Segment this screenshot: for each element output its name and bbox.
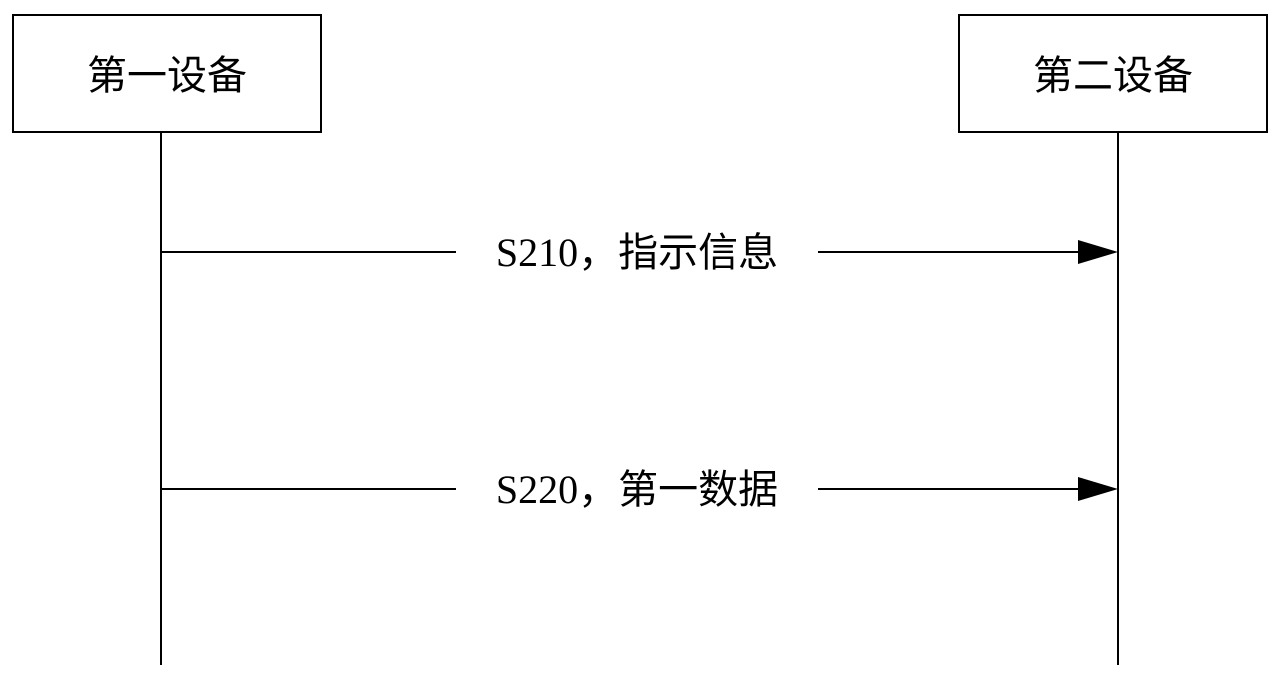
participant-label-second-device: 第二设备: [1033, 53, 1193, 98]
participant-box-second-device: [958, 14, 1268, 133]
message-label: S220，第一数据: [496, 467, 778, 512]
message-label-background: [456, 226, 818, 278]
participant-box-first-device: [12, 14, 322, 133]
participant-first-device: 第一设备: [12, 14, 322, 133]
arrowhead-icon: [1078, 477, 1118, 501]
arrowhead-icon: [1078, 240, 1118, 264]
participant-second-device: 第二设备: [958, 14, 1268, 133]
message-label-background: [456, 463, 818, 515]
message-s220: S220，第一数据: [161, 463, 1118, 515]
message-label: S210，指示信息: [496, 230, 778, 275]
message-s210: S210，指示信息: [161, 226, 1118, 278]
participant-label-first-device: 第一设备: [87, 53, 247, 98]
